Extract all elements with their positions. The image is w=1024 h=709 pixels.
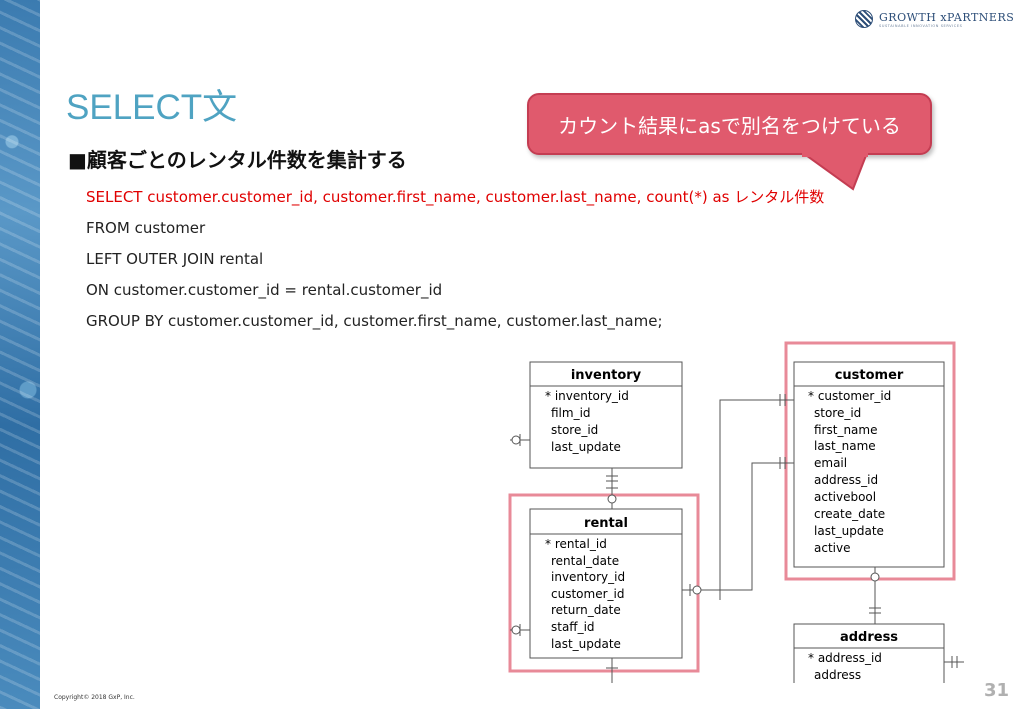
sql-line-select: SELECT customer.customer_id, customer.fi… <box>86 188 825 206</box>
sql-line-groupby: GROUP BY customer.customer_id, customer.… <box>86 312 663 330</box>
customer-field: create_date <box>814 507 885 521</box>
rental-field: staff_id <box>551 620 595 634</box>
address-header: address <box>840 630 898 645</box>
table-customer: customer * customer_id store_id first_na… <box>793 361 945 568</box>
rental-field: return_date <box>551 603 621 617</box>
customer-field: * customer_id <box>808 389 891 403</box>
sql-code-block: SELECT customer.customer_id, customer.fi… <box>86 182 824 337</box>
customer-field: last_name <box>814 439 876 453</box>
customer-field: activebool <box>814 490 876 504</box>
table-address: address * address_id address <box>793 623 945 683</box>
slide-subtitle: ■顧客ごとのレンタル件数を集計する <box>68 148 407 172</box>
sql-line-on: ON customer.customer_id = rental.custome… <box>86 281 443 299</box>
customer-header: customer <box>835 368 904 383</box>
inventory-field: last_update <box>551 440 621 454</box>
inventory-header: inventory <box>571 368 642 383</box>
customer-field: email <box>814 456 847 470</box>
address-field: address <box>814 668 861 682</box>
rental-highlight <box>508 493 700 673</box>
table-inventory: inventory * inventory_id film_id store_i… <box>529 361 683 469</box>
er-diagram: inventory * inventory_id film_id store_i… <box>508 341 964 683</box>
inventory-field: * inventory_id <box>545 389 629 403</box>
rental-header: rental <box>584 516 628 531</box>
page-number: 31 <box>984 680 1010 701</box>
logo-globe-icon <box>855 10 873 28</box>
inventory-field: store_id <box>551 423 598 437</box>
customer-field: last_update <box>814 524 884 538</box>
customer-field: first_name <box>814 423 877 437</box>
inventory-field: film_id <box>551 406 591 420</box>
rental-field: last_update <box>551 637 621 651</box>
company-logo: GROWTH xPARTNERS SUSTAINABLE INNOVATION … <box>855 10 1014 28</box>
customer-field: store_id <box>814 406 861 420</box>
callout-bubble: カウント結果にasで別名をつけている <box>527 93 932 155</box>
decorative-side-strip <box>0 0 40 709</box>
copyright-footer: Copyright© 2018 GxP, Inc. <box>54 694 135 701</box>
rental-field: inventory_id <box>551 570 625 584</box>
sql-line-join: LEFT OUTER JOIN rental <box>86 250 264 268</box>
logo-tagline: SUSTAINABLE INNOVATION SERVICES <box>879 23 963 28</box>
callout-tail <box>801 153 869 191</box>
rental-field: customer_id <box>551 587 624 601</box>
sql-line-from: FROM customer <box>86 219 206 237</box>
slide-title: SELECT文 <box>66 88 238 127</box>
customer-highlight <box>784 341 956 581</box>
customer-field: active <box>814 541 850 555</box>
relationship-lines <box>510 394 964 683</box>
address-field: * address_id <box>808 651 882 665</box>
customer-field: address_id <box>814 473 878 487</box>
logo-name: GROWTH xPARTNERS <box>879 10 1015 24</box>
rental-field: * rental_id <box>545 537 607 551</box>
rental-field: rental_date <box>551 554 619 568</box>
table-rental: rental * rental_id rental_date inventory… <box>529 508 683 659</box>
